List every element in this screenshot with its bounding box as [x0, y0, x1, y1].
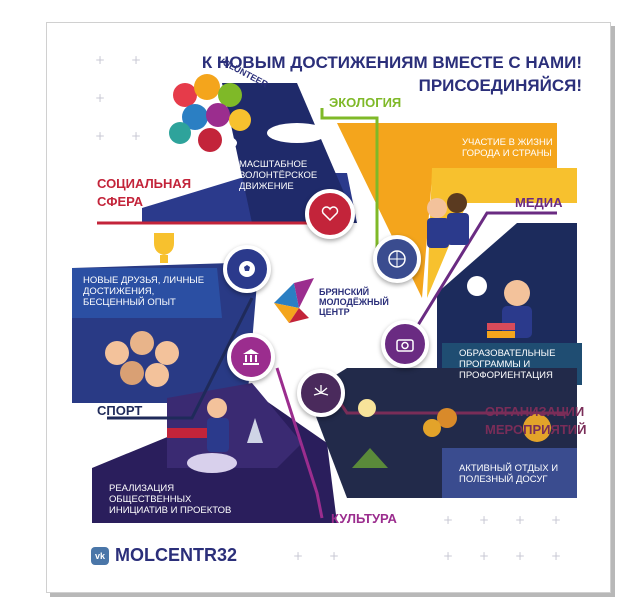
events-text: АКТИВНЫЙ ОТДЫХ И ПОЛЕЗНЫЙ ДОСУГ	[459, 463, 559, 485]
title-line-2: ПРИСОЕДИНЯЙСЯ!	[418, 76, 582, 95]
balloons-icon	[169, 74, 251, 152]
globe-leaf-icon	[373, 235, 421, 283]
title-line-1: К НОВЫМ ДОСТИЖЕНИЯМ ВМЕСТЕ С НАМИ!	[201, 53, 582, 72]
heart-hand-icon	[305, 189, 355, 239]
soccer-ball-icon	[223, 245, 271, 293]
camera-icon	[381, 320, 429, 368]
media-text: ОБРАЗОВАТЕЛЬНЫЕ ПРОГРАММЫ И ПРОФОРИЕНТАЦ…	[459, 348, 556, 381]
center-logo: БРЯНСКИЙ МОЛОДЁЖНЫЙ ЦЕНТР	[269, 273, 389, 333]
ecology-label: ЭКОЛОГИЯ	[329, 95, 402, 110]
social-label: СОЦИАЛЬНАЯ СФЕРА	[97, 176, 192, 209]
poster: + + + + + + + + + + + + + + +	[46, 22, 611, 593]
infographic-shapes	[72, 83, 582, 523]
social-text: МАСШТАБНОЕ ВОЛОНТЁРСКОЕ ДВИЖЕНИЕ	[239, 159, 318, 192]
logo-text: БРЯНСКИЙ МОЛОДЁЖНЫЙ ЦЕНТР	[319, 287, 389, 317]
footer-handle[interactable]: MOLCENTR32	[115, 545, 238, 565]
fireworks-icon	[297, 369, 345, 417]
logo-line-2: МОЛОДЁЖНЫЙ	[319, 297, 389, 307]
events-label: ОРГАНИЗАЦИИ МЕРОПРИЯТИЙ	[485, 404, 587, 437]
page-title: К НОВЫМ ДОСТИЖЕНИЯМ ВМЕСТЕ С НАМИ! ПРИСО…	[202, 51, 582, 97]
media-label: МЕДИА	[515, 195, 563, 210]
logo-line-1: БРЯНСКИЙ	[319, 287, 370, 297]
ecology-text: УЧАСТИЕ В ЖИЗНИ ГОРОДА И СТРАНЫ	[462, 137, 553, 159]
volunteer-balloons: VOLUNTEER	[155, 55, 270, 165]
vk-icon[interactable]: vk	[91, 546, 109, 565]
sport-text: НОВЫЕ ДРУЗЬЯ, ЛИЧНЫЕ ДОСТИЖЕНИЯ, БЕСЦЕНН…	[83, 275, 205, 308]
culture-label: КУЛЬТУРА	[331, 511, 397, 526]
footer: vk MOLCENTR32	[91, 545, 237, 566]
museum-icon	[227, 333, 275, 381]
logo-line-3: ЦЕНТР	[319, 307, 350, 317]
sport-label: СПОРТ	[97, 403, 143, 418]
origami-bird-icon	[274, 278, 314, 323]
culture-text: РЕАЛИЗАЦИЯ ОБЩЕСТВЕННЫХ ИНИЦИАТИВ И ПРОЕ…	[109, 483, 232, 516]
